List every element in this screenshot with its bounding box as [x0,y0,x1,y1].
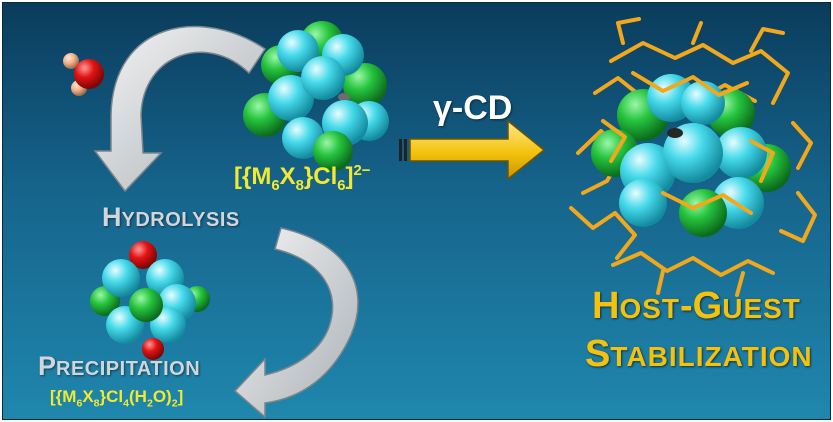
host-guest-complex-icon [569,17,817,297]
hydrolysis-label: HYDROLYSIS [102,202,240,232]
precipitate-molecule-icon [90,241,210,360]
precipitation-label: PRECIPITATION [38,351,201,381]
host-guest-label: HOST-GUEST [592,285,801,327]
cluster-formula: [{M6X8}Cl6]2− [234,163,371,194]
precipitate-formula: [{M6X8}Cl4(H2O)2] [50,387,184,410]
reagent-label: γ-CD [433,89,513,127]
water-molecule-icon [63,53,104,96]
cluster-molecule-icon [243,21,389,171]
curved-arrow-icon [233,227,359,419]
stabilization-label: STABILIZATION [585,333,813,375]
curved-arrow-icon [93,25,267,193]
reaction-arrow-icon [399,119,546,181]
diagram-graphics [63,17,817,419]
